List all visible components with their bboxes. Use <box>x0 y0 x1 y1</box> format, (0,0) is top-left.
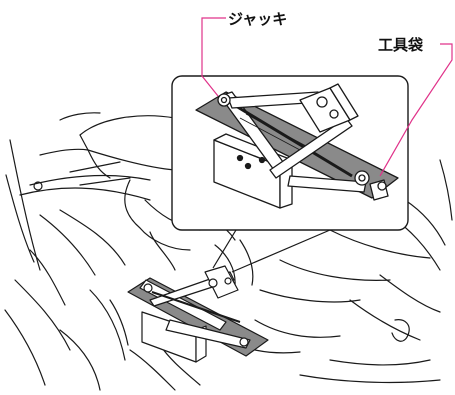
jack-inset <box>171 75 409 231</box>
tool-bag-label: 工具袋 <box>378 36 424 54</box>
leader-lines <box>201 17 453 177</box>
tool-bag-leader-line <box>379 43 453 177</box>
jack-screw-rod <box>225 98 353 178</box>
jack-leader-line <box>201 17 226 97</box>
zoom-callout-lines <box>212 229 331 273</box>
jack-stowed-drawing <box>127 265 269 363</box>
jack-label: ジャッキ <box>228 10 288 28</box>
